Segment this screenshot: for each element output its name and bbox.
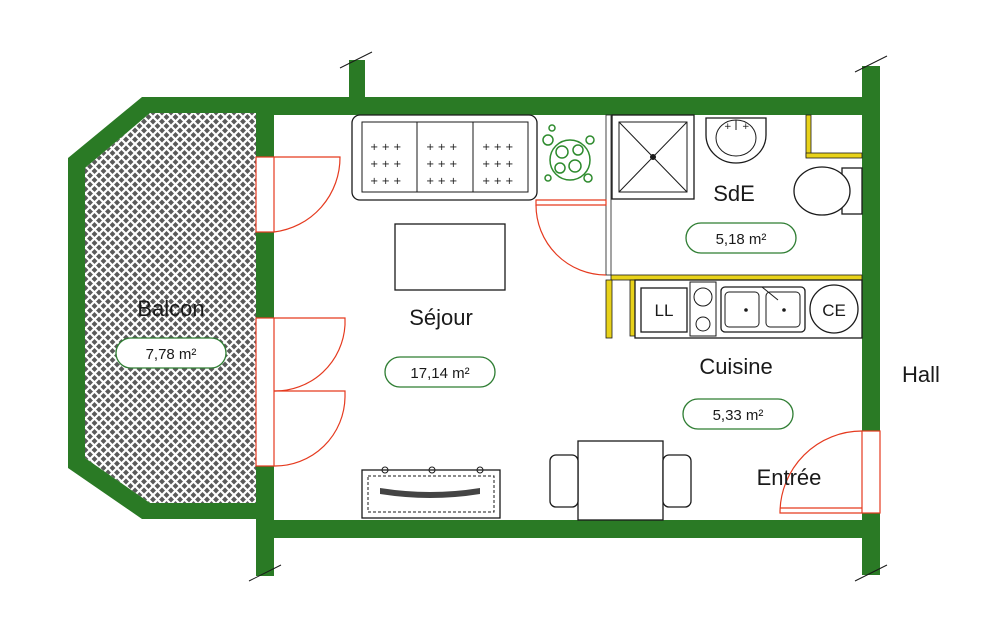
- room-sejour: Séjour: [409, 305, 473, 330]
- area-badge-balcon: [115, 337, 227, 369]
- svg-text:+ + +: + + +: [426, 142, 458, 153]
- washer-label: LL: [655, 301, 674, 320]
- room-balcon: Balcon: [137, 296, 204, 321]
- plant-icon: [542, 124, 595, 183]
- room-sde: SdE: [713, 181, 755, 206]
- svg-text:+ + +: + + +: [482, 159, 514, 170]
- svg-text:+ + +: + + +: [426, 176, 458, 187]
- room-entree: Entrée: [757, 465, 822, 490]
- partitions: [605, 114, 863, 339]
- kitchen-counter: [634, 279, 863, 339]
- svg-text:+ + +: + + +: [370, 176, 402, 187]
- toilet: [793, 166, 863, 216]
- svg-text:+ + +: + + +: [482, 142, 514, 153]
- coffee-table: [394, 223, 506, 291]
- svg-text:+: +: [724, 122, 732, 132]
- area-badge-sejour: [384, 356, 496, 388]
- area-badge-sde: [685, 222, 797, 254]
- svg-text:+ + +: + + +: [370, 159, 402, 170]
- balcony-wall: [68, 97, 272, 519]
- svg-text:+ + +: + + +: [370, 142, 402, 153]
- dining-table: [549, 440, 692, 521]
- svg-text:+ + +: + + +: [426, 159, 458, 170]
- washbasin: + +: [705, 117, 767, 164]
- shower: [611, 114, 695, 200]
- room-hall: Hall: [902, 362, 940, 387]
- svg-text:+ + +: + + +: [482, 176, 514, 187]
- sofa: + + + + + + + + + + + + + + + + + + + + + + +…: [351, 114, 538, 201]
- area-sejour: 17,14 m²: [410, 365, 469, 382]
- area-balcon: 7,78 m²: [146, 346, 197, 363]
- area-cuisine: 5,33 m²: [713, 407, 764, 424]
- balcony-floor: [85, 113, 256, 503]
- room-cuisine: Cuisine: [699, 354, 772, 379]
- svg-text:+: +: [742, 122, 750, 132]
- walls: [248, 51, 888, 582]
- area-badge-cuisine: [682, 398, 794, 430]
- door-swings: [255, 156, 881, 514]
- boiler-label: CE: [822, 301, 846, 320]
- tv-unit: [361, 466, 501, 519]
- area-sde: 5,18 m²: [716, 231, 767, 248]
